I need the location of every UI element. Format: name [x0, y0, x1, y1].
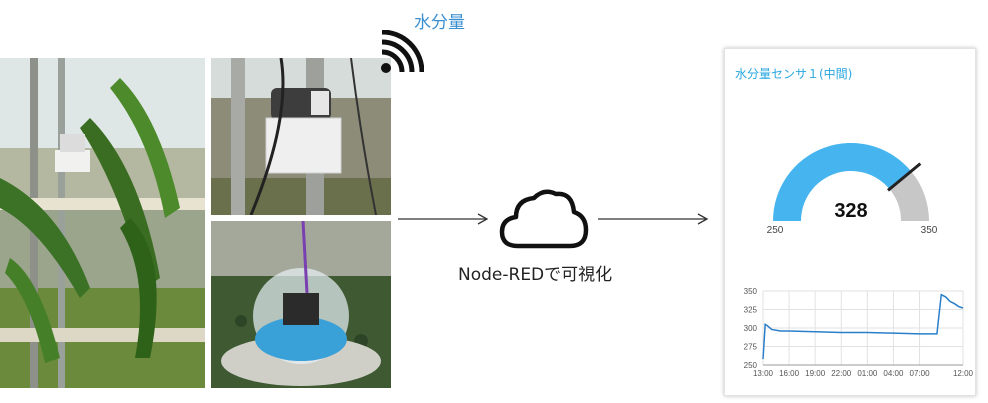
x-tick-label: 16:00 [779, 369, 800, 378]
node-red-label: Node-REDで可視化 [458, 265, 613, 285]
y-tick-label: 275 [744, 343, 758, 352]
y-tick-label: 325 [744, 306, 758, 315]
x-tick-label: 04:00 [883, 369, 904, 378]
sensor-capsule-photo [211, 221, 391, 388]
card-title: 水分量センサ１(中間) [735, 67, 853, 81]
x-tick-label: 01:00 [857, 369, 878, 378]
moisture-label: 水分量 [414, 13, 465, 33]
y-tick-label: 300 [744, 324, 758, 333]
gauge-track [889, 171, 929, 221]
wifi-signal-icon [381, 30, 424, 73]
gauge-fill [773, 143, 912, 221]
x-tick-label: 19:00 [805, 369, 826, 378]
x-tick-label: 07:00 [910, 369, 931, 378]
x-tick-label: 13:00 [753, 369, 774, 378]
y-tick-label: 250 [744, 361, 758, 370]
cloud-icon [499, 189, 589, 249]
moisture-gauge: 328 250 350 [767, 143, 938, 235]
arrow-to-cloud [398, 213, 489, 225]
gauge-max-label: 350 [921, 225, 938, 235]
series-line [762, 293, 964, 360]
gauge-needle [887, 162, 922, 192]
arrow-to-dashboard [598, 213, 709, 225]
sensor-device-photo [211, 58, 391, 215]
gauge-value: 328 [834, 200, 867, 222]
gauge-min-label: 250 [767, 225, 784, 235]
x-tick-label: 12:00 [953, 369, 974, 378]
y-tick-label: 350 [744, 287, 758, 296]
pepper-plant-photo [0, 58, 205, 388]
x-tick-label: 22:00 [831, 369, 852, 378]
